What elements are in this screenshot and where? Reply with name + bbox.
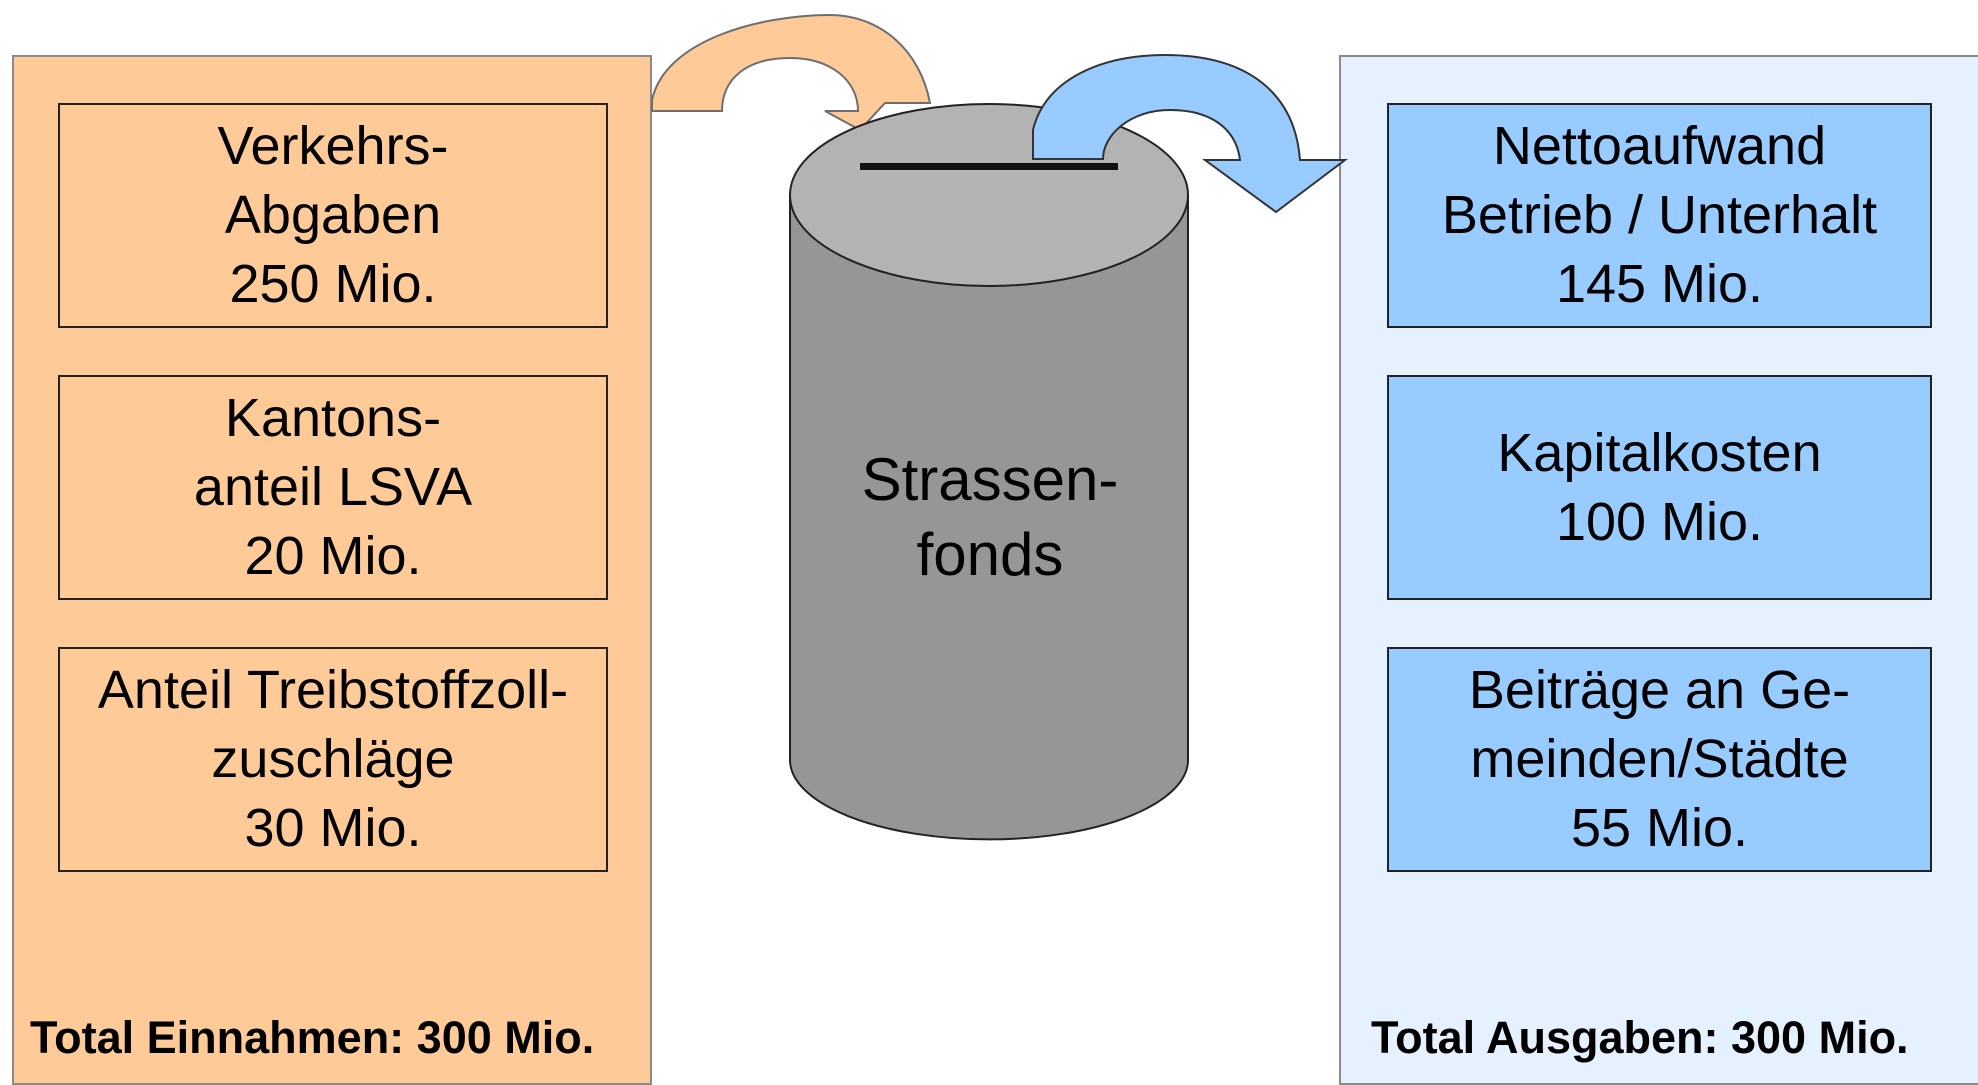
income-item-line: Kantons- xyxy=(224,388,442,448)
fund-label-line: fonds xyxy=(916,521,1064,588)
expense-item-amount: 145 Mio. xyxy=(1555,254,1764,314)
coin-slot xyxy=(860,163,1118,170)
income-item-treibstoffzoll: Anteil Treibstoffzoll- zuschläge 30 Mio. xyxy=(58,647,608,872)
expense-item-amount: 100 Mio. xyxy=(1555,491,1764,552)
income-item-line: Anteil Treibstoffzoll- xyxy=(97,660,569,720)
inflow-arrow-icon xyxy=(651,13,932,132)
income-item-line: Verkehrs- xyxy=(217,116,449,176)
expense-item-beitraege-gemeinden: Beiträge an Ge- meinden/Städte 55 Mio. xyxy=(1387,647,1932,872)
expense-item-kapitalkosten: Kapitalkosten 100 Mio. xyxy=(1387,375,1932,600)
expense-item-line: meinden/Städte xyxy=(1470,729,1849,789)
expense-item-line: Betrieb / Unterhalt xyxy=(1441,185,1878,245)
income-item-amount: 250 Mio. xyxy=(229,254,437,314)
expense-total: Total Ausgaben: 300 Mio. xyxy=(1371,1012,1909,1063)
income-item-verkehrsabgaben: Verkehrs- Abgaben 250 Mio. xyxy=(58,103,608,328)
income-item-line: zuschläge xyxy=(211,729,455,789)
income-item-line: Abgaben xyxy=(224,185,442,245)
outflow-arrow-icon xyxy=(1032,53,1348,214)
expense-item-line: Beiträge an Ge- xyxy=(1468,660,1851,720)
fund-label: Strassen- fonds xyxy=(790,442,1190,592)
expense-item-amount: 55 Mio. xyxy=(1570,798,1749,858)
income-item-line: anteil LSVA xyxy=(193,457,473,517)
income-item-amount: 20 Mio. xyxy=(244,526,422,586)
expense-item-line: Kapitalkosten xyxy=(1497,422,1822,483)
fund-cylinder-top xyxy=(789,103,1189,287)
income-total: Total Einnahmen: 300 Mio. xyxy=(30,1012,595,1063)
expense-item-line: Nettoaufwand xyxy=(1492,116,1827,176)
expense-item-betrieb-unterhalt: Nettoaufwand Betrieb / Unterhalt 145 Mio… xyxy=(1387,103,1932,328)
fund-label-line: Strassen- xyxy=(861,446,1119,513)
income-item-amount: 30 Mio. xyxy=(244,798,422,858)
income-item-lsva: Kantons- anteil LSVA 20 Mio. xyxy=(58,375,608,600)
fund-cylinder-icon xyxy=(789,194,1189,841)
